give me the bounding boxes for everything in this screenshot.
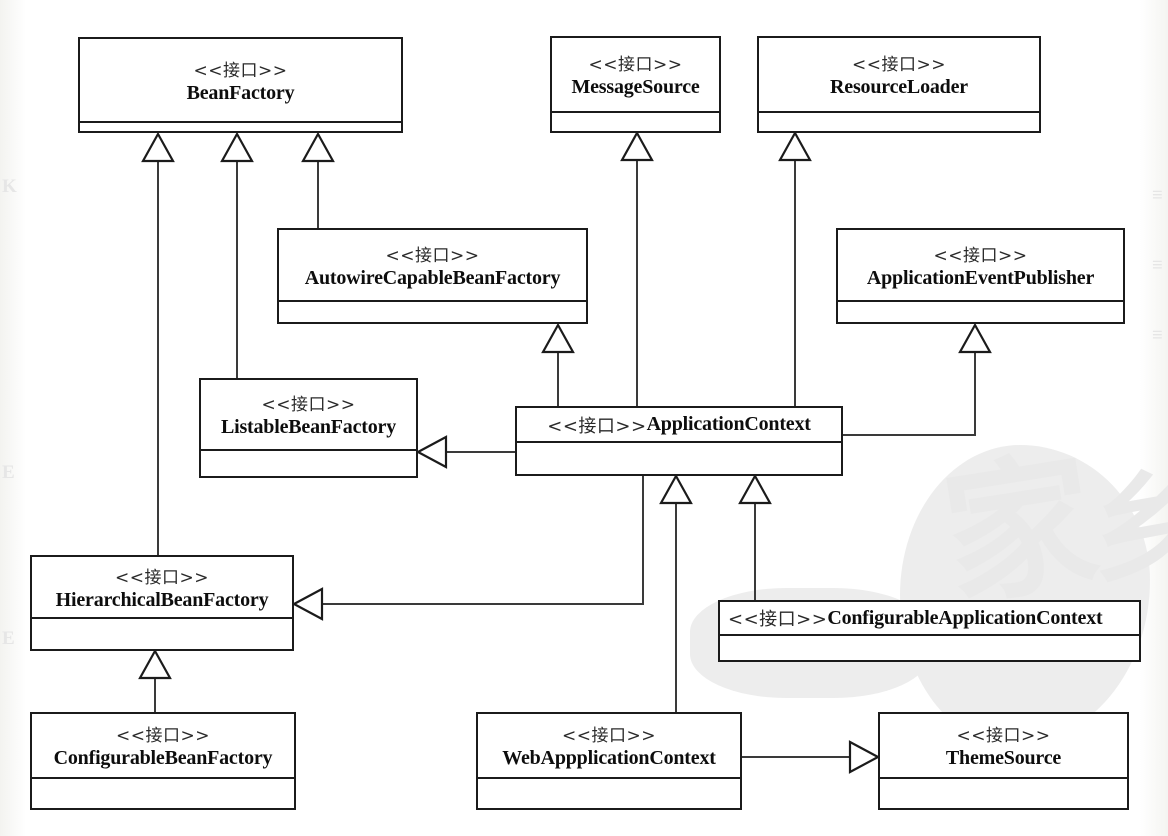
stereotype-label: <<接口>>: [933, 245, 1028, 266]
stereotype-label: <<接口>>: [547, 415, 647, 437]
class-header: <<接口>> HierarchicalBeanFactory: [32, 557, 292, 619]
stereotype-label: <<接口>>: [956, 726, 1051, 746]
class-header: <<接口>> WebAppplicationContext: [478, 714, 740, 779]
class-name-label: AutowireCapableBeanFactory: [304, 266, 561, 289]
class-name-label: BeanFactory: [186, 81, 295, 104]
class-header: <<接口>> ApplicationContext: [517, 408, 841, 443]
stereotype-label: <<接口>>: [728, 609, 828, 630]
class-name-label: ListableBeanFactory: [220, 416, 397, 438]
class-name-label: WebAppplicationContext: [502, 747, 716, 769]
stereotype-label: <<接口>>: [852, 55, 946, 75]
class-header: <<接口>> ListableBeanFactory: [201, 380, 416, 451]
edge-appcontext-to-listable: [415, 435, 515, 469]
class-header: <<接口>> AutowireCapableBeanFactory: [279, 230, 586, 302]
edge-appcontext-to-eventpublisher: [843, 322, 992, 436]
stereotype-label: <<接口>>: [261, 395, 356, 415]
edge-configurableappcontext-to-appcontext: [738, 473, 772, 600]
edge-webappcontext-to-themesource: [742, 740, 881, 774]
class-box-configurable-application-context[interactable]: <<接口>> ConfigurableApplicationContext: [718, 600, 1141, 662]
class-name-label: HierarchicalBeanFactory: [55, 588, 269, 611]
edge-appcontext-to-messagesource: [620, 130, 654, 406]
class-box-resource-loader[interactable]: <<接口>> ResourceLoader: [757, 36, 1041, 133]
edge-appcontext-to-hierarchical: [291, 476, 644, 621]
stereotype-label: <<接口>>: [193, 60, 288, 81]
class-header: <<接口>> ConfigurableApplicationContext: [720, 602, 1139, 636]
class-box-autowire-capable-bean-factory[interactable]: <<接口>> AutowireCapableBeanFactory: [277, 228, 588, 324]
class-box-web-application-context[interactable]: <<接口>> WebAppplicationContext: [476, 712, 742, 810]
class-name-label: ApplicationContext: [646, 413, 811, 435]
class-header: <<接口>> ConfigurableBeanFactory: [32, 714, 294, 779]
class-header: <<接口>> ThemeSource: [880, 714, 1127, 779]
edge-listable-to-beanfactory: [220, 131, 254, 378]
class-box-application-event-publisher[interactable]: <<接口>> ApplicationEventPublisher: [836, 228, 1125, 324]
stereotype-label: <<接口>>: [562, 726, 656, 746]
class-box-listable-bean-factory[interactable]: <<接口>> ListableBeanFactory: [199, 378, 418, 478]
edge-webappcontext-to-appcontext: [659, 473, 693, 712]
stereotype-label: <<接口>>: [588, 55, 683, 75]
class-name-label: ResourceLoader: [830, 76, 968, 98]
class-box-bean-factory[interactable]: <<接口>> BeanFactory: [78, 37, 403, 133]
class-name-label: ApplicationEventPublisher: [866, 266, 1095, 289]
stereotype-label: <<接口>>: [116, 726, 210, 746]
class-name-label: ThemeSource: [945, 747, 1062, 769]
class-box-message-source[interactable]: <<接口>> MessageSource: [550, 36, 721, 133]
class-box-configurable-bean-factory[interactable]: <<接口>> ConfigurableBeanFactory: [30, 712, 296, 810]
class-header: <<接口>> BeanFactory: [80, 39, 401, 123]
class-name-label: ConfigurableBeanFactory: [53, 747, 273, 769]
class-header: <<接口>> MessageSource: [552, 38, 719, 113]
edge-hierarchical-to-beanfactory: [141, 131, 175, 555]
class-name-label: MessageSource: [571, 76, 700, 98]
class-name-label: ConfigurableApplicationContext: [827, 606, 1103, 629]
class-header: <<接口>> ResourceLoader: [759, 38, 1039, 113]
stereotype-label: <<接口>>: [115, 567, 209, 588]
class-box-application-context[interactable]: <<接口>> ApplicationContext: [515, 406, 843, 476]
edge-autowire-to-beanfactory: [301, 131, 335, 228]
stereotype-label: <<接口>>: [385, 245, 480, 266]
class-box-hierarchical-bean-factory[interactable]: <<接口>> HierarchicalBeanFactory: [30, 555, 294, 651]
class-box-theme-source[interactable]: <<接口>> ThemeSource: [878, 712, 1129, 810]
edge-appcontext-to-autowire: [541, 322, 575, 406]
class-header: <<接口>> ApplicationEventPublisher: [838, 230, 1123, 302]
edge-appcontext-to-resourceloader: [778, 130, 812, 406]
edge-configurablebeanfactory-to-hierarchical: [138, 648, 172, 712]
